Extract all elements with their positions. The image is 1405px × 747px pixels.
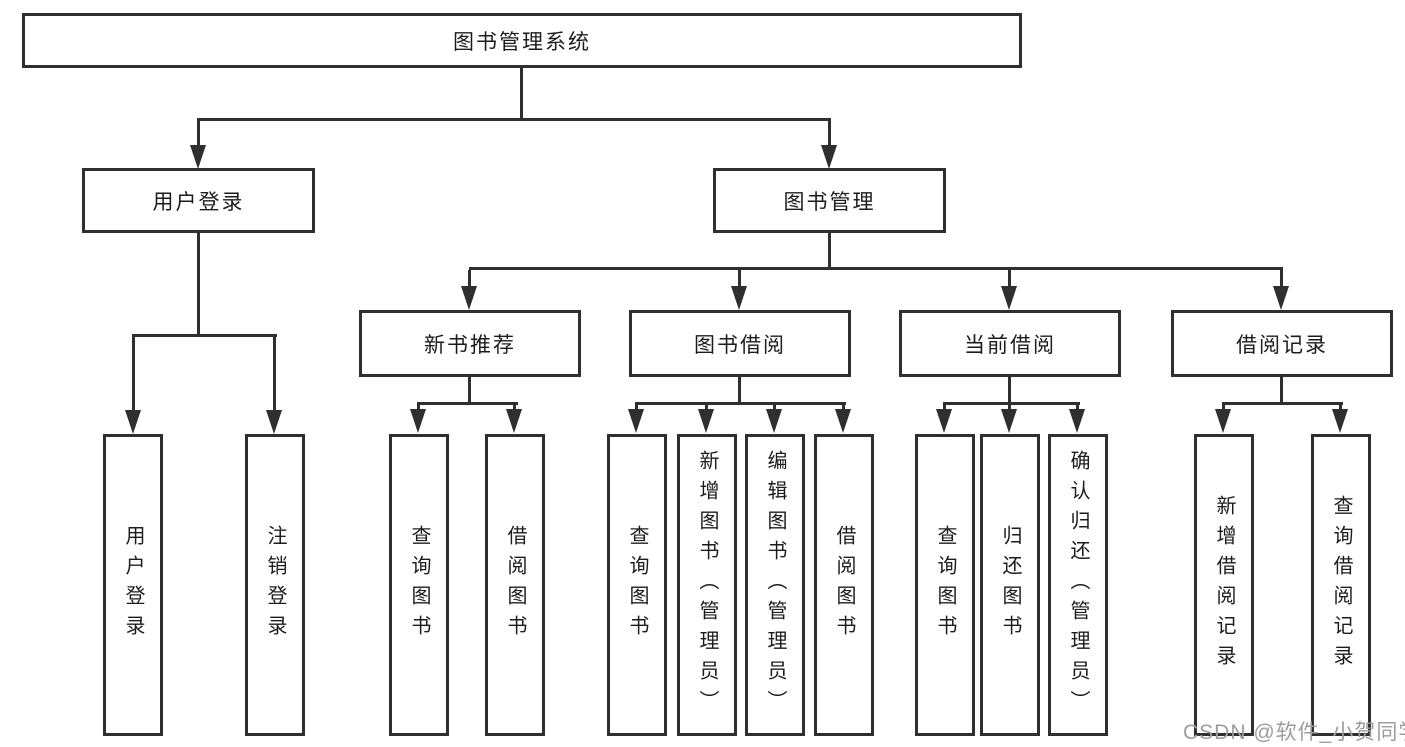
arrow-down-icon [936, 409, 952, 433]
arrow-down-icon [410, 409, 426, 433]
connector-level3-stem [468, 270, 471, 287]
arrow-down-icon [1273, 286, 1289, 310]
connector-leaf-stem [417, 405, 420, 411]
connector-user-login-bar [132, 334, 277, 337]
arrow-down-icon [628, 409, 644, 433]
leaf-confirm-return-admin: 确认归还（管理员） [1048, 434, 1108, 736]
connector-current-bar [943, 402, 1080, 405]
node-current-borrowing: 当前借阅 [899, 310, 1121, 377]
leaf-add-book-admin: 新增图书（管理员） [677, 434, 737, 736]
node-library-management-system: 图书管理系统 [22, 13, 1022, 68]
connector-leaf-stem [513, 405, 516, 411]
arrow-down-icon [821, 145, 837, 169]
connector-borrowing-bar [635, 402, 846, 405]
leaf-borrow-books-recommendation: 借阅图书 [485, 434, 545, 736]
connector-leaf-stem [273, 337, 276, 410]
connector-leaf-stem [635, 405, 638, 411]
connector-leaf-stem [132, 337, 135, 410]
connector-user-login-drop [197, 233, 200, 336]
leaf-query-books-borrowing: 查询图书 [607, 434, 667, 736]
arrow-down-icon [835, 409, 851, 433]
arrow-down-icon [506, 409, 522, 433]
connector-level3-stem [738, 270, 741, 287]
arrow-down-icon [1069, 409, 1085, 433]
connector-leaf-stem [842, 405, 845, 411]
connector-level3-bar [469, 267, 1283, 270]
leaf-return-book: 归还图书 [980, 434, 1040, 736]
connector-root-drop [520, 68, 523, 121]
connector-leaf-stem [1008, 405, 1011, 411]
arrow-down-icon [190, 145, 206, 169]
connector-level2-bar [197, 118, 831, 121]
connector-recommendation-drop [468, 377, 471, 404]
connector-level3-stem [1008, 270, 1011, 287]
leaf-edit-book-admin: 编辑图书（管理员） [745, 434, 805, 736]
watermark-text: CSDN @软件_小贺同学 [1183, 721, 1405, 744]
leaf-query-books-current: 查询图书 [915, 434, 975, 736]
connector-leaf-stem [705, 405, 708, 411]
arrow-down-icon [766, 409, 782, 433]
leaf-borrow-books-borrowing: 借阅图书 [814, 434, 874, 736]
arrow-down-icon [1001, 409, 1017, 433]
connector-leaf-stem [773, 405, 776, 411]
leaf-query-borrow-record: 查询借阅记录 [1311, 434, 1371, 736]
connector-user-login-stem [197, 121, 200, 146]
connector-level3-stem [1280, 270, 1283, 287]
connector-records-drop [1280, 377, 1283, 404]
connector-records-bar [1222, 402, 1343, 405]
connector-leaf-stem [1076, 405, 1079, 411]
node-borrowing-records: 借阅记录 [1171, 310, 1393, 377]
connector-book-management-drop [828, 233, 831, 270]
arrow-down-icon [1001, 286, 1017, 310]
arrow-down-icon [125, 410, 141, 434]
leaf-add-borrow-record: 新增借阅记录 [1194, 434, 1254, 736]
connector-book-management-stem [828, 121, 831, 146]
arrow-down-icon [731, 286, 747, 310]
node-book-borrowing: 图书借阅 [629, 310, 851, 377]
node-user-login: 用户登录 [82, 168, 315, 233]
arrow-down-icon [461, 286, 477, 310]
connector-borrowing-drop [738, 377, 741, 404]
arrow-down-icon [698, 409, 714, 433]
connector-leaf-stem [1222, 405, 1225, 411]
leaf-query-books-recommendation: 查询图书 [389, 434, 449, 736]
arrow-down-icon [266, 410, 282, 434]
arrow-down-icon [1332, 409, 1348, 433]
connector-recommendation-bar [417, 402, 518, 405]
node-book-management: 图书管理 [713, 168, 946, 233]
arrow-down-icon [1215, 409, 1231, 433]
node-new-book-recommendation: 新书推荐 [359, 310, 581, 377]
leaf-logout: 注销登录 [245, 434, 305, 736]
connector-leaf-stem [1339, 405, 1342, 411]
leaf-user-login: 用户登录 [103, 434, 163, 736]
connector-leaf-stem [943, 405, 946, 411]
connector-current-drop [1008, 377, 1011, 404]
